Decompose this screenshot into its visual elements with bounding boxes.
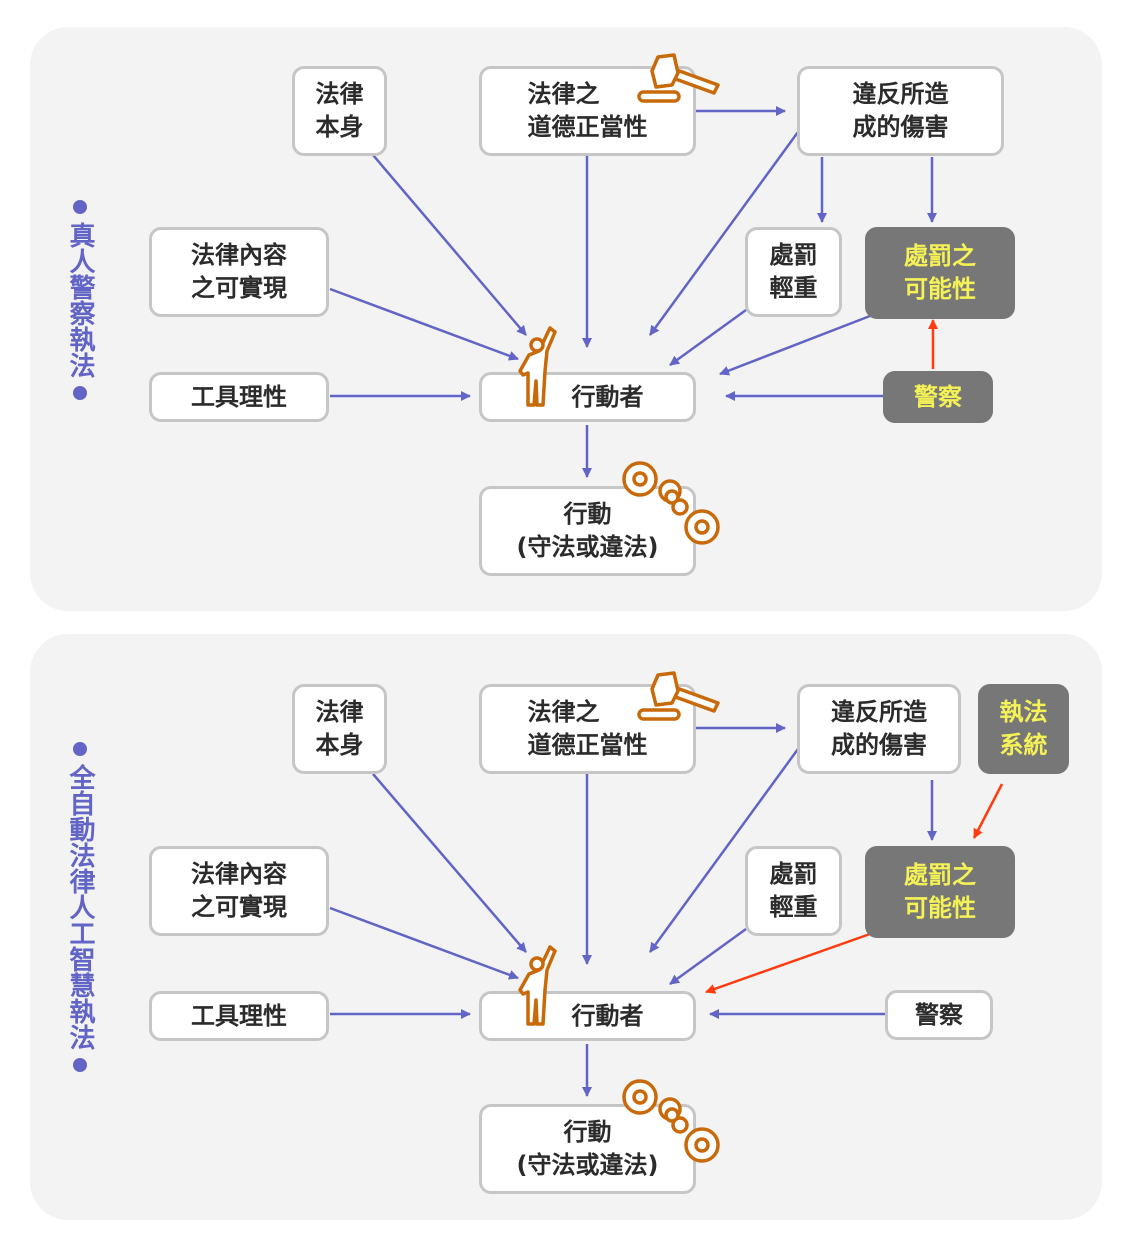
node-text: 系統 xyxy=(999,731,1048,759)
arrow-realizability-to-actor xyxy=(329,906,519,980)
node-action: 行動 (守法或違法) xyxy=(479,1104,696,1194)
node-realizability: 法律內容 之可實現 xyxy=(149,846,329,936)
node-text: 法律內容 xyxy=(191,241,287,269)
node-text: 本身 xyxy=(315,731,364,759)
node-text: (守法或違法) xyxy=(516,1151,659,1179)
node-text: 法律 xyxy=(315,698,364,726)
node-text: 法律 xyxy=(315,80,364,108)
panel-ai-enforcement: 全自動法律人工智慧執法 法律 本身 法律之 道德正當性 違反所造 成的傷害 執法… xyxy=(30,634,1102,1220)
node-text: 法律之 xyxy=(527,698,600,726)
bullet-dot xyxy=(73,742,87,756)
node-text: 執法 xyxy=(999,698,1048,726)
node-text: 道德正當性 xyxy=(527,731,648,759)
bullet-dot xyxy=(73,1058,87,1072)
person-raising-hand-icon xyxy=(518,326,557,407)
node-text: 行動 xyxy=(563,1118,612,1146)
node-actor: 行動者 xyxy=(479,991,696,1041)
node-police: 警察 xyxy=(885,990,993,1040)
node-law-itself: 法律 本身 xyxy=(292,66,387,156)
node-text: (守法或違法) xyxy=(516,533,659,561)
gavel-icon xyxy=(637,53,720,103)
node-text: 違反所造 xyxy=(831,698,927,726)
arrow-harm-to-actor xyxy=(648,131,800,336)
node-actor: 行動者 xyxy=(479,372,696,422)
arrow-severity-to-actor xyxy=(669,308,747,367)
node-text: 成的傷害 xyxy=(852,113,949,141)
node-text: 本身 xyxy=(315,113,364,141)
node-text: 之可實現 xyxy=(191,274,287,302)
node-text: 輕重 xyxy=(769,893,818,921)
arrow-law-to-actor xyxy=(372,154,527,336)
arrow-harm-to-actor xyxy=(648,748,800,953)
panel-human-police: 真人警察執法 法律 本身 法律之 道德正當性 違反所造 成的傷害 法律內容 之可… xyxy=(30,27,1102,611)
node-enforcement-system: 執法 系統 xyxy=(978,684,1069,774)
side-label-text: 全自動法律人工智慧執法 xyxy=(65,764,95,1050)
node-instrumental-rationality: 工具理性 xyxy=(149,991,329,1041)
arrows-layer xyxy=(329,723,1004,1097)
node-text: 行動者 xyxy=(571,382,644,411)
node-text: 成的傷害 xyxy=(831,731,927,759)
node-text: 處罰 xyxy=(769,860,818,888)
handcuffs-icon xyxy=(622,461,720,545)
node-text: 可能性 xyxy=(904,275,976,303)
node-text: 工具理性 xyxy=(191,1001,287,1030)
node-possibility: 處罰之 可能性 xyxy=(865,227,1015,319)
node-harm: 違反所造 成的傷害 xyxy=(797,66,1004,156)
node-text: 警察 xyxy=(915,1000,963,1029)
node-realizability: 法律內容 之可實現 xyxy=(149,227,329,317)
node-text: 處罰 xyxy=(769,241,818,269)
node-possibility: 處罰之 可能性 xyxy=(865,846,1015,938)
node-law-itself: 法律 本身 xyxy=(292,684,387,774)
gavel-icon xyxy=(637,671,720,721)
arrow-severity-to-actor xyxy=(669,927,747,986)
node-text: 法律之 xyxy=(527,80,600,108)
node-severity: 處罰 輕重 xyxy=(745,846,842,936)
arrow-realizability-to-actor xyxy=(329,287,519,361)
node-text: 輕重 xyxy=(769,274,818,302)
side-label: 真人警察執法 xyxy=(64,192,96,408)
person-raising-hand-icon xyxy=(518,945,557,1026)
arrow-law-to-actor xyxy=(372,773,527,953)
arrow-possibility-to-actor xyxy=(719,314,871,376)
node-text: 法律內容 xyxy=(191,860,287,888)
bullet-dot xyxy=(73,386,87,400)
node-text: 可能性 xyxy=(904,894,976,922)
node-text: 工具理性 xyxy=(191,382,287,411)
node-text: 處罰之 xyxy=(904,861,976,889)
node-text: 違反所造 xyxy=(852,80,949,108)
node-severity: 處罰 輕重 xyxy=(745,227,842,317)
node-action: 行動 (守法或違法) xyxy=(479,486,696,576)
node-text: 行動者 xyxy=(571,1001,644,1030)
side-label: 全自動法律人工智慧執法 xyxy=(64,734,96,1080)
node-text: 警察 xyxy=(914,382,962,411)
arrow-possibility-to-actor xyxy=(705,932,871,994)
node-harm: 違反所造 成的傷害 xyxy=(797,684,961,774)
handcuffs-icon xyxy=(622,1079,720,1163)
arrow-system-to-possibility xyxy=(972,783,1004,839)
node-instrumental-rationality: 工具理性 xyxy=(149,372,329,422)
node-moral-legitimacy: 法律之 道德正當性 xyxy=(479,66,696,156)
node-police: 警察 xyxy=(883,371,993,423)
bullet-dot xyxy=(73,200,87,214)
node-text: 行動 xyxy=(563,500,612,528)
node-text: 之可實現 xyxy=(191,893,287,921)
node-text: 處罰之 xyxy=(904,242,976,270)
side-label-text: 真人警察執法 xyxy=(65,222,95,378)
node-text: 道德正當性 xyxy=(527,113,648,141)
arrows-layer xyxy=(329,106,938,478)
